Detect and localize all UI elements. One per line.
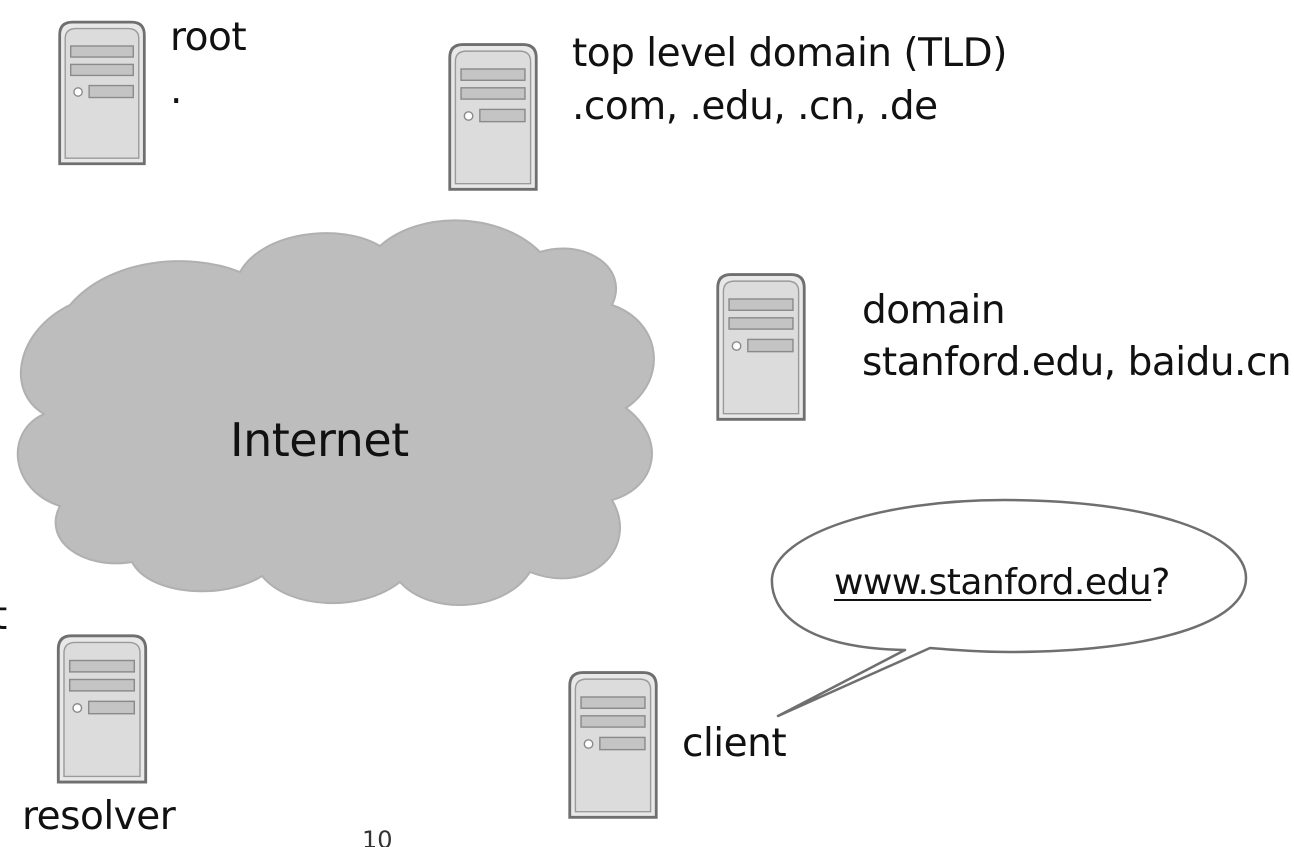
internet-label: Internet	[230, 413, 409, 467]
cropped-edge-text: t	[0, 592, 7, 642]
domain-server-name: domain	[862, 288, 1006, 333]
root-server-name: root	[170, 15, 247, 60]
resolver-server-icon	[54, 632, 150, 784]
client-server-icon	[566, 668, 660, 820]
domain-server-examples: stanford.edu, baidu.cn	[862, 340, 1292, 385]
query-suffix: ?	[1151, 562, 1170, 603]
query-text: www.stanford.edu?	[834, 558, 1170, 608]
tld-server-name: top level domain (TLD)	[572, 31, 1007, 76]
root-server-zone: .	[170, 68, 182, 113]
resolver-label: resolver	[22, 794, 176, 839]
tld-server-examples: .com, .edu, .cn, .de	[572, 84, 938, 129]
client-label: client	[682, 721, 787, 766]
query-host: www.stanford.edu	[834, 562, 1152, 603]
page-number: 10	[362, 826, 393, 847]
